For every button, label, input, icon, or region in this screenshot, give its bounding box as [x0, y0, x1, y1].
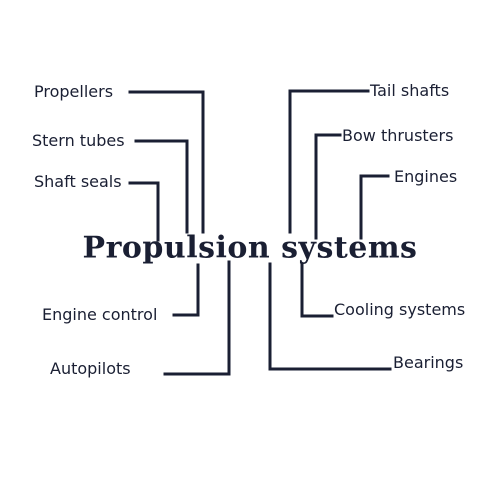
- label-stern-tubes: Stern tubes: [32, 131, 125, 150]
- label-engines: Engines: [394, 167, 458, 186]
- connector-tail-shafts: [288, 89, 370, 234]
- connector-bearings: [268, 262, 392, 371]
- label-shaft-seals: Shaft seals: [34, 172, 122, 191]
- label-bow-thrusters: Bow thrusters: [342, 126, 454, 145]
- label-engine-control: Engine control: [42, 305, 158, 324]
- connector-engine-control: [172, 263, 200, 317]
- connector-propellers: [128, 90, 205, 234]
- connector-cooling-systems: [300, 262, 334, 318]
- label-bearings: Bearings: [393, 353, 464, 372]
- label-tail-shafts: Tail shafts: [370, 81, 450, 100]
- connector-engines: [359, 174, 390, 240]
- connector-bow-thrusters: [314, 133, 342, 240]
- connector-autopilots: [163, 260, 231, 376]
- label-autopilots: Autopilots: [50, 359, 131, 378]
- label-propellers: Propellers: [34, 82, 114, 101]
- connector-shaft-seals: [128, 181, 160, 242]
- label-cooling-systems: Cooling systems: [334, 300, 466, 319]
- connector-stern-tubes: [134, 139, 189, 234]
- diagram-title: Propulsion systems: [82, 230, 418, 266]
